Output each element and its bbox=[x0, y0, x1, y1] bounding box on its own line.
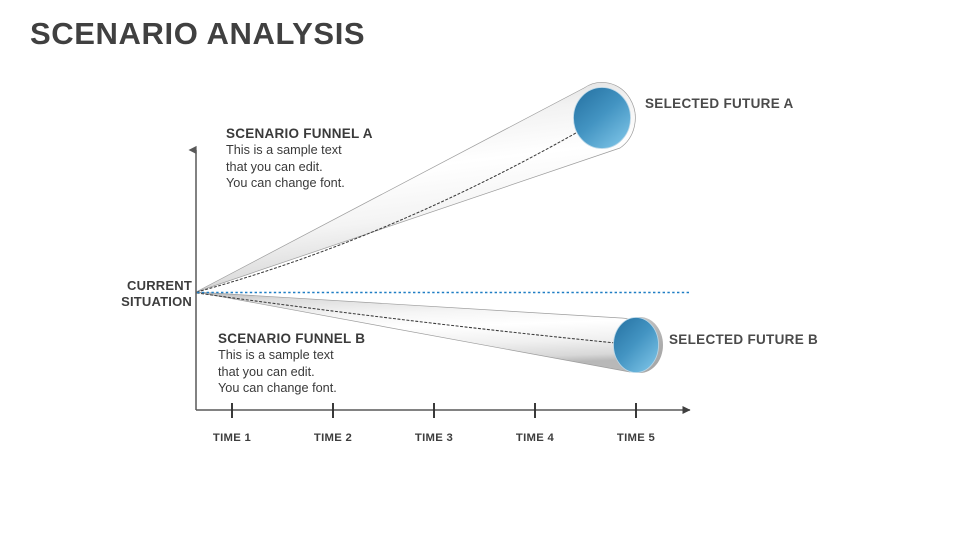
funnel-b-line-3: You can change font. bbox=[218, 381, 337, 396]
selected-future-a-label: SELECTED FUTURE A bbox=[645, 96, 794, 111]
page-title: SCENARIO ANALYSIS bbox=[30, 16, 366, 51]
funnel-b-text-block: SCENARIO FUNNEL B This is a sample text … bbox=[218, 331, 365, 397]
x-tick-label-3: TIME 3 bbox=[414, 432, 454, 444]
funnel-a-text-block: SCENARIO FUNNEL A This is a sample text … bbox=[226, 126, 373, 192]
funnel-b-cap bbox=[613, 317, 659, 373]
selected-future-b-label: SELECTED FUTURE B bbox=[669, 332, 819, 347]
x-tick-label-4: TIME 4 bbox=[515, 432, 555, 444]
x-axis-ticks bbox=[231, 403, 637, 418]
funnel-a-line-3: You can change font. bbox=[226, 176, 345, 191]
x-tick-label-1: TIME 1 bbox=[212, 432, 252, 444]
current-situation-label: CURRENT SITUATION bbox=[112, 278, 192, 309]
funnel-a-cap bbox=[573, 87, 631, 149]
x-tick-label-5: TIME 5 bbox=[616, 432, 656, 444]
funnel-a-line-1: This is a sample text bbox=[226, 143, 342, 157]
funnel-b-heading: SCENARIO FUNNEL B bbox=[218, 331, 366, 346]
funnel-b-cap-rim bbox=[617, 317, 663, 373]
x-tick-label-2: TIME 2 bbox=[313, 432, 353, 444]
funnel-a-line-2: that you can edit. bbox=[226, 159, 323, 174]
funnel-b-line-1: This is a sample text bbox=[218, 348, 334, 362]
funnel-a-heading: SCENARIO FUNNEL A bbox=[226, 126, 373, 141]
current-situation-line1: CURRENT bbox=[127, 278, 192, 293]
current-situation-line2: SITUATION bbox=[121, 293, 192, 309]
funnel-a-cap-rim bbox=[577, 87, 635, 149]
funnel-b-line-2: that you can edit. bbox=[218, 364, 315, 379]
